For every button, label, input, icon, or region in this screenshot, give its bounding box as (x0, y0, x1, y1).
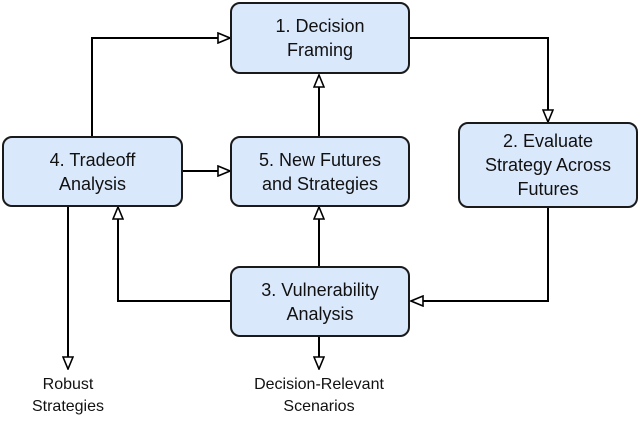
node-new-futures-line1: 5. New Futures (258, 149, 382, 170)
node-tradeoff-analysis: 4. Tradeoff Analysis (2, 136, 183, 207)
output-decision-relevant-scenarios: Decision-Relevant Scenarios (229, 374, 409, 418)
output-robust-strategies-line1: Robust (42, 376, 94, 393)
output-robust-strategies: Robust Strategies (8, 374, 128, 418)
node-evaluate-strategy-line3: Futures (517, 179, 579, 199)
node-vulnerability-analysis-line2: Analysis (286, 303, 354, 324)
node-tradeoff-analysis-line1: 4. Tradeoff (49, 149, 136, 170)
node-decision-framing-line2: Framing (286, 40, 353, 60)
node-tradeoff-analysis-line2: Analysis (58, 173, 127, 194)
arrow-framing-to-evaluate (410, 37, 548, 122)
node-evaluate-strategy-line2: Strategy Across (484, 155, 612, 175)
node-decision-framing-line1: 1. Decision (275, 16, 365, 36)
arrow-vulnerability-to-tradeoff (118, 207, 230, 302)
output-decision-relevant-line1: Decision-Relevant (254, 376, 384, 393)
node-decision-framing: 1. Decision Framing (230, 2, 410, 74)
node-evaluate-strategy: 2. Evaluate Strategy Across Futures (458, 122, 638, 208)
arrow-tradeoff-to-framing (91, 38, 230, 136)
output-robust-strategies-line2: Strategies (31, 398, 105, 415)
node-evaluate-strategy-line1: 2. Evaluate (502, 131, 594, 151)
output-decision-relevant-line2: Scenarios (283, 398, 355, 415)
arrow-evaluate-to-vulnerability (411, 208, 549, 301)
node-vulnerability-analysis-line1: 3. Vulnerability (261, 279, 379, 300)
node-new-futures-line2: and Strategies (261, 173, 379, 194)
node-new-futures: 5. New Futures and Strategies (230, 136, 410, 207)
node-vulnerability-analysis: 3. Vulnerability Analysis (230, 266, 410, 337)
